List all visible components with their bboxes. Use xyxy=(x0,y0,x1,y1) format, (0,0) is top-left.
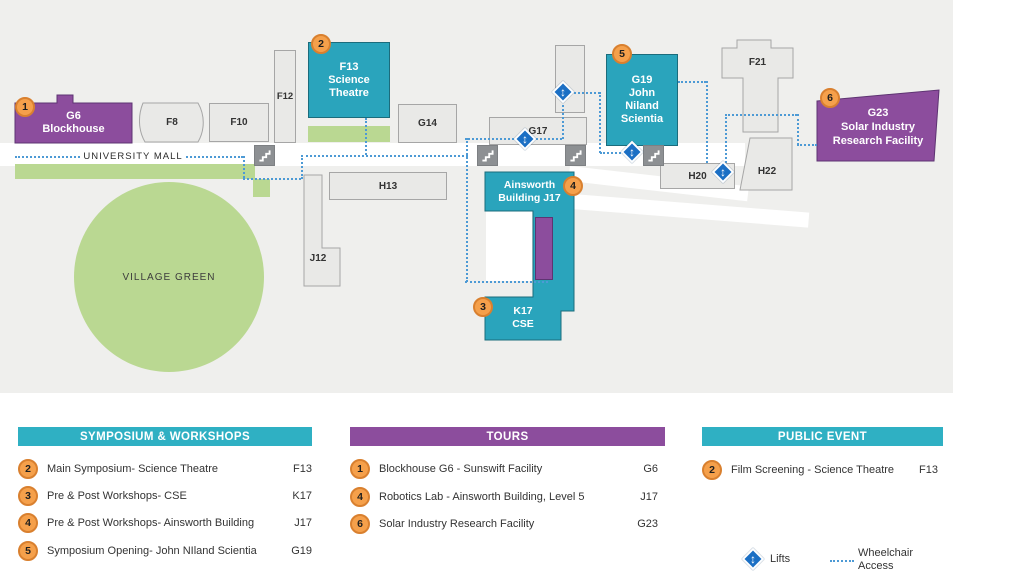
mall-green-strip xyxy=(15,164,255,179)
wheelchair-route xyxy=(465,281,548,283)
row-code: G23 xyxy=(637,518,658,530)
wheelchair-route xyxy=(797,114,799,145)
row-label: Symposium Opening- John NIland Scientia xyxy=(47,545,257,557)
building-g19: G19 John Niland Scientia xyxy=(606,54,678,146)
row-code: G6 xyxy=(643,463,658,475)
wheelchair-route xyxy=(562,100,564,139)
stairs-icon xyxy=(643,145,664,166)
wheelchair-access-legend-label: Wheelchair Access xyxy=(858,547,914,572)
wheelchair-route xyxy=(600,152,624,154)
building-h13: H13 xyxy=(329,172,447,200)
robotics-lab-block xyxy=(535,217,553,280)
row-code: F13 xyxy=(919,464,938,476)
building-g23-shape xyxy=(816,89,940,162)
row-marker: 2 xyxy=(18,459,38,479)
building-f12: F12 xyxy=(274,50,296,143)
lift-icon: ↕ xyxy=(551,80,575,104)
row-marker: 5 xyxy=(18,541,38,561)
building-g17: G17 xyxy=(489,117,587,145)
row-label: Blockhouse G6 - Sunswift Facility xyxy=(379,463,543,475)
row-label: Main Symposium- Science Theatre xyxy=(47,463,218,475)
wheelchair-route xyxy=(570,92,600,94)
row-code: J17 xyxy=(640,491,658,503)
wheelchair-route xyxy=(725,114,727,170)
building-f10: F10 xyxy=(209,103,269,142)
building-f21-shape xyxy=(721,39,794,133)
small-green-patch xyxy=(253,179,270,197)
building-g17-tower xyxy=(555,45,585,113)
table-row: 6 Solar Industry Research Facility G23 xyxy=(350,514,658,534)
public-event-header: PUBLIC EVENT xyxy=(702,427,943,446)
university-mall-road xyxy=(0,143,745,166)
map-marker-2: 2 xyxy=(311,34,331,54)
row-marker: 4 xyxy=(350,487,370,507)
wheelchair-route xyxy=(301,155,303,179)
village-green xyxy=(74,182,264,372)
wheelchair-route xyxy=(301,155,468,157)
map-marker-3: 3 xyxy=(473,297,493,317)
wheelchair-access-dash-sample xyxy=(830,560,854,562)
row-label: Robotics Lab - Ainsworth Building, Level… xyxy=(379,491,585,503)
row-marker: 3 xyxy=(18,486,38,506)
ainsworth-courtyard xyxy=(486,211,532,281)
row-label: Film Screening - Science Theatre xyxy=(731,464,895,476)
building-h22-shape xyxy=(739,137,793,191)
wheelchair-route xyxy=(725,114,797,116)
row-code: J17 xyxy=(294,517,312,529)
row-code: F13 xyxy=(293,463,312,475)
f13-green-strip xyxy=(308,126,390,142)
building-shapes xyxy=(14,39,940,341)
row-marker: 2 xyxy=(702,460,722,480)
table-row: 2 Main Symposium- Science Theatre F13 xyxy=(18,459,312,479)
table-row: 2 Film Screening - Science Theatre F13 xyxy=(702,460,938,480)
table-row: 4 Pre & Post Workshops- Ainsworth Buildi… xyxy=(18,513,312,533)
symposium-header: SYMPOSIUM & WORKSHOPS xyxy=(18,427,312,446)
table-row: 5 Symposium Opening- John NIland Scienti… xyxy=(18,541,312,561)
stairs-icon xyxy=(254,145,275,166)
campus-map: VILLAGE GREEN F10 F12 F13 Science Theatr… xyxy=(0,0,953,393)
wheelchair-route xyxy=(599,92,601,153)
wheelchair-route xyxy=(243,156,245,178)
row-code: K17 xyxy=(292,490,312,502)
building-j12-shape xyxy=(303,174,341,287)
table-row: 1 Blockhouse G6 - Sunswift Facility G6 xyxy=(350,459,658,479)
lift-icon: ↕ xyxy=(620,140,644,164)
wheelchair-route xyxy=(466,138,468,282)
wheelchair-route xyxy=(465,138,562,140)
building-f8-shape xyxy=(139,102,204,143)
lift-icon: ↕ xyxy=(711,160,735,184)
row-label: Pre & Post Workshops- CSE xyxy=(47,490,187,502)
building-g14: G14 xyxy=(398,104,457,143)
tours-header: TOURS xyxy=(350,427,665,446)
wheelchair-route xyxy=(706,81,708,163)
building-g6-shape xyxy=(14,94,133,144)
row-marker: 6 xyxy=(350,514,370,534)
table-row: 4 Robotics Lab - Ainsworth Building, Lev… xyxy=(350,487,658,507)
building-ainsworth-k17-shape xyxy=(484,171,575,341)
wheelchair-route xyxy=(243,178,301,180)
wheelchair-route xyxy=(365,118,367,155)
row-label: Pre & Post Workshops- Ainsworth Building xyxy=(47,517,255,529)
map-marker-4: 4 xyxy=(563,176,583,196)
wheelchair-route xyxy=(678,81,706,83)
stairs-icon xyxy=(477,145,498,166)
lift-icon: ↕ xyxy=(513,127,537,151)
map-marker-1: 1 xyxy=(15,97,35,117)
university-mall-label: UNIVERSITY MALL xyxy=(82,149,184,163)
map-marker-6: 6 xyxy=(820,88,840,108)
row-marker: 4 xyxy=(18,513,38,533)
lifts-legend-label: Lifts xyxy=(770,553,791,565)
table-row: 3 Pre & Post Workshops- CSE K17 xyxy=(18,486,312,506)
row-marker: 1 xyxy=(350,459,370,479)
wheelchair-route xyxy=(797,144,817,146)
stairs-icon xyxy=(565,145,586,166)
row-code: G19 xyxy=(291,545,312,557)
village-green-label: VILLAGE GREEN xyxy=(122,271,216,283)
building-f13: F13 Science Theatre xyxy=(308,42,390,118)
lift-icon: ↕ xyxy=(741,547,765,571)
map-marker-5: 5 xyxy=(612,44,632,64)
row-label: Solar Industry Research Facility xyxy=(379,518,535,530)
